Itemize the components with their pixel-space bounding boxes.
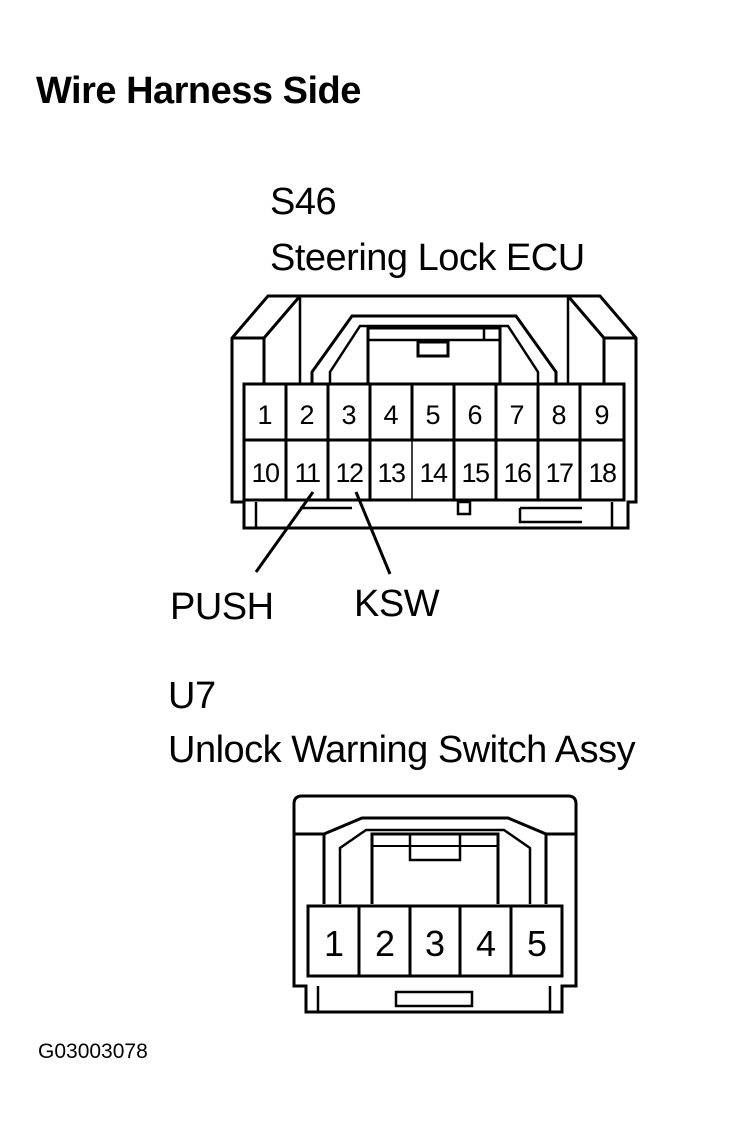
connector-s46-body — [230, 294, 638, 530]
pin-label: 3 — [341, 400, 356, 430]
connector-u7-name: Unlock Warning Switch Assy — [168, 729, 636, 771]
connector-s46-name: Steering Lock ECU — [270, 237, 585, 279]
pin-label: 6 — [467, 400, 482, 430]
pin-label: 7 — [509, 400, 524, 430]
pin-label: 5 — [527, 923, 547, 964]
connector-s46-pin-labels-bottom: 10 11 12 13 14 15 16 17 18 — [251, 458, 617, 488]
pin-label: 12 — [335, 458, 363, 488]
figure-id: G03003078 — [38, 1040, 148, 1063]
pin-label: 10 — [251, 458, 279, 488]
pin-label: 9 — [594, 400, 609, 430]
callout-push-leader — [254, 491, 315, 573]
pin-label: 15 — [461, 458, 489, 488]
pin-label: 4 — [476, 923, 496, 964]
pin-label: 1 — [324, 923, 344, 964]
connector-s46-code: S46 — [270, 181, 337, 223]
page-title: Wire Harness Side — [36, 70, 361, 112]
connector-u7-code: U7 — [168, 675, 216, 717]
connector-u7-pin-labels: 1 2 3 4 5 — [324, 923, 547, 964]
pin-label: 8 — [551, 400, 566, 430]
pin-label: 18 — [588, 458, 616, 488]
pin-label: 17 — [545, 458, 573, 488]
pin-label: 4 — [383, 400, 398, 430]
pin-label: 16 — [503, 458, 531, 488]
pin-label: 5 — [425, 400, 440, 430]
connector-u7-body — [292, 794, 578, 1014]
callout-ksw-label: KSW — [354, 583, 440, 625]
pin-label: 11 — [294, 458, 320, 488]
pin-label: 2 — [375, 923, 395, 964]
pin-label: 3 — [425, 923, 445, 964]
connector-s46-pin-labels: 1 2 3 4 5 6 7 8 9 — [257, 400, 609, 430]
connector-u7-pin-grid — [306, 904, 564, 978]
connector-s46-pin-grid — [242, 382, 626, 502]
pin-label: 2 — [299, 400, 314, 430]
pin-label: 1 — [257, 400, 272, 430]
pin-label: 14 — [419, 458, 448, 488]
pin-label: 13 — [377, 458, 405, 488]
callout-push-label: PUSH — [170, 586, 274, 628]
callout-ksw-leader — [354, 491, 392, 575]
